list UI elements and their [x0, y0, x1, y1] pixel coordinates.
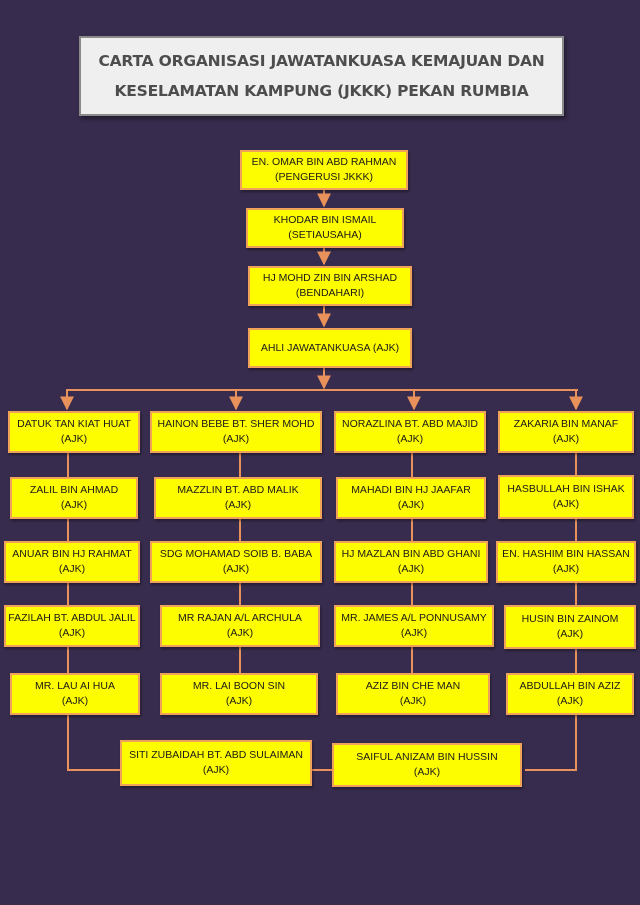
node-col1-member: DATUK TAN KIAT HUAT (AJK) [8, 411, 140, 453]
node-role: (SETIAUSAHA) [288, 229, 362, 241]
node-role: (AJK) [552, 498, 580, 510]
node-col2-member: SDG MOHAMAD SOIB B. BABA (AJK) [150, 541, 322, 583]
node-name: KHODAR BIN ISMAIL [273, 214, 377, 226]
node-name: NORAZLINA BT. ABD MAJID [342, 418, 478, 430]
node-col2-member: HAINON BEBE BT. SHER MOHD (AJK) [150, 411, 322, 453]
node-name: ZALIL BIN AHMAD [29, 484, 119, 496]
node-name: AZIZ BIN CHE MAN [365, 680, 461, 692]
node-col1-member: ZALIL BIN AHMAD (AJK) [10, 477, 138, 519]
node-name: MR. LAU AI HUA [35, 680, 115, 692]
node-name: MAHADI BIN HJ JAAFAR [351, 484, 471, 496]
node-role: (AJK) [60, 433, 88, 445]
node-name: MR RAJAN A/L ARCHULA [178, 612, 302, 624]
node-role: (AJK) [552, 563, 580, 575]
node-name: EN. HASHIM BIN HASSAN [502, 548, 630, 560]
node-name: ANUAR BIN HJ RAHMAT [12, 548, 132, 560]
node-col2-member: MAZZLIN BT. ABD MALIK (AJK) [154, 477, 322, 519]
node-role: (AJK) [58, 627, 86, 639]
node-name: AHLI JAWATANKUASA (AJK) [260, 341, 400, 354]
node-role: (AJK) [224, 499, 252, 511]
node-col2-member: MR. LAI BOON SIN (AJK) [160, 673, 318, 715]
node-col1-member: FAZILAH BT. ABDUL JALIL (AJK) [4, 605, 140, 647]
node-role: (AJK) [552, 433, 580, 445]
node-role: (AJK) [222, 563, 250, 575]
node-role: (AJK) [226, 627, 254, 639]
node-role: (AJK) [60, 499, 88, 511]
node-name: MR. JAMES A/L PONNUSAMY [341, 612, 487, 624]
node-col3-member: MR. JAMES A/L PONNUSAMY (AJK) [334, 605, 494, 647]
node-col4-member: HASBULLAH BIN ISHAK (AJK) [498, 475, 634, 519]
node-name: SDG MOHAMAD SOIB B. BABA [159, 548, 313, 560]
node-role: (AJK) [399, 695, 427, 707]
node-name: MR. LAI BOON SIN [192, 680, 286, 692]
node-col4-member: ABDULLAH BIN AZIZ (AJK) [506, 673, 634, 715]
node-role: (PENGERUSI JKKK) [274, 171, 374, 183]
connector-col4-bottom [525, 715, 577, 771]
node-role: (AJK) [225, 695, 253, 707]
node-col1-member: MR. LAU AI HUA (AJK) [10, 673, 140, 715]
node-secretary: KHODAR BIN ISMAIL (SETIAUSAHA) [246, 208, 404, 248]
node-name: MAZZLIN BT. ABD MALIK [177, 484, 299, 496]
node-committee: AHLI JAWATANKUASA (AJK) [248, 328, 412, 368]
node-role: (AJK) [222, 433, 250, 445]
chart-title-line-2: KESELAMATAN KAMPUNG (JKKK) PEKAN RUMBIA [114, 82, 529, 100]
node-role: (AJK) [556, 695, 584, 707]
node-name: HJ MAZLAN BIN ABD GHANI [341, 548, 481, 560]
node-name: SAIFUL ANIZAM BIN HUSSIN [356, 751, 498, 763]
node-name: FAZILAH BT. ABDUL JALIL [8, 612, 136, 624]
node-col1-member: ANUAR BIN HJ RAHMAT (AJK) [4, 541, 140, 583]
node-col4-member: HUSIN BIN ZAINOM (AJK) [504, 605, 636, 649]
node-bottom-member: SAIFUL ANIZAM BIN HUSSIN (AJK) [332, 743, 522, 787]
node-chairman: EN. OMAR BIN ABD RAHMAN (PENGERUSI JKKK) [240, 150, 408, 190]
node-name: EN. OMAR BIN ABD RAHMAN [251, 156, 397, 168]
node-role: (AJK) [397, 499, 425, 511]
node-col3-member: AZIZ BIN CHE MAN (AJK) [336, 673, 490, 715]
node-col3-member: NORAZLINA BT. ABD MAJID (AJK) [334, 411, 486, 453]
node-col4-member: EN. HASHIM BIN HASSAN (AJK) [496, 541, 636, 583]
node-role: (AJK) [396, 433, 424, 445]
node-treasurer: HJ MOHD ZIN BIN ARSHAD (BENDAHARI) [248, 266, 412, 306]
node-role: (AJK) [556, 628, 584, 640]
node-role: (AJK) [397, 563, 425, 575]
connector-col1-bottom [67, 715, 120, 771]
node-role: (BENDAHARI) [295, 287, 365, 299]
node-col2-member: MR RAJAN A/L ARCHULA (AJK) [160, 605, 320, 647]
node-col3-member: HJ MAZLAN BIN ABD GHANI (AJK) [334, 541, 488, 583]
node-name: SITI ZUBAIDAH BT. ABD SULAIMAN [129, 749, 303, 761]
node-name: ABDULLAH BIN AZIZ [519, 680, 621, 692]
node-name: HJ MOHD ZIN BIN ARSHAD [262, 272, 398, 284]
node-name: HUSIN BIN ZAINOM [521, 613, 619, 625]
node-role: (AJK) [413, 766, 441, 778]
node-col4-member: ZAKARIA BIN MANAF (AJK) [498, 411, 634, 453]
node-name: HAINON BEBE BT. SHER MOHD [157, 418, 315, 430]
node-role: (AJK) [202, 764, 230, 776]
chart-title: CARTA ORGANISASI JAWATANKUASA KEMAJUAN D… [79, 36, 564, 116]
node-name: ZAKARIA BIN MANAF [513, 418, 619, 430]
node-role: (AJK) [58, 563, 86, 575]
chart-title-line-1: CARTA ORGANISASI JAWATANKUASA KEMAJUAN D… [98, 52, 545, 70]
node-role: (AJK) [400, 627, 428, 639]
node-bottom-member: SITI ZUBAIDAH BT. ABD SULAIMAN (AJK) [120, 740, 312, 786]
node-col3-member: MAHADI BIN HJ JAAFAR (AJK) [336, 477, 486, 519]
node-name: DATUK TAN KIAT HUAT [17, 418, 131, 430]
node-role: (AJK) [61, 695, 89, 707]
node-name: HASBULLAH BIN ISHAK [507, 483, 625, 495]
